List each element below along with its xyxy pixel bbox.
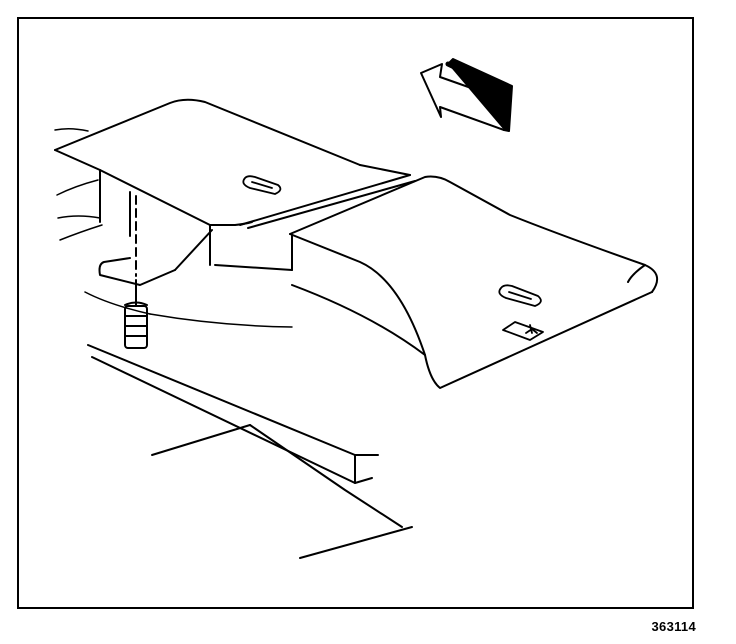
rear-slot (242, 175, 282, 195)
rear-panel-section (54, 98, 361, 286)
hinge-seam (239, 164, 416, 271)
arrow-pointing-front-icon (420, 58, 513, 132)
figure-id-label: 363114 (651, 619, 696, 634)
front-slot (498, 284, 542, 307)
front-panel-section (289, 175, 659, 389)
diagram-frame (17, 17, 694, 609)
lower-rail (87, 344, 413, 559)
fastener-assembly (124, 195, 148, 349)
front-clip (502, 321, 544, 341)
body-contour-lines (54, 127, 293, 328)
